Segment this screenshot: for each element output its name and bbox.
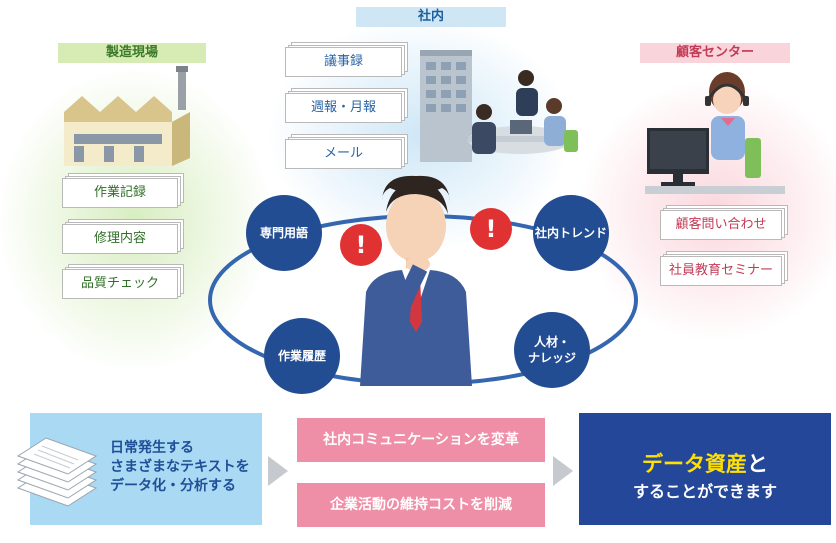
benefit-communication: 社内コミュニケーションを変革	[297, 418, 545, 462]
office-label: 社内	[356, 7, 506, 27]
factory-icon	[64, 66, 190, 166]
benefit-cost-reduction: 企業活動の維持コストを削減	[297, 483, 545, 527]
doc-repair-details: 修理内容	[62, 219, 184, 254]
doc-staff-training-seminar: 社員教育セミナー	[660, 251, 788, 286]
topic-terminology: 専門用語	[246, 195, 322, 271]
topic-talent-knowledge: 人材・ナレッジ	[514, 312, 590, 388]
doc-weekly-monthly-report: 週報・月報	[285, 88, 408, 123]
alert-bubble-right: !	[470, 208, 512, 250]
arrow-right-icon	[553, 456, 573, 486]
alert-bubble-left: !	[340, 224, 382, 266]
doc-minutes: 議事録	[285, 42, 408, 77]
topic-work-history: 作業履歴	[264, 318, 340, 394]
text-data-caption: 日常発生する さまざまなテキストを データ化・分析する	[110, 440, 250, 494]
businessman-icon	[360, 175, 472, 386]
support-label: 顧客センター	[640, 43, 790, 63]
doc-email: メール	[285, 134, 408, 169]
doc-customer-inquiries: 顧客問い合わせ	[660, 205, 788, 240]
doc-quality-check: 品質チェック	[62, 264, 184, 299]
office-meeting-icon	[420, 50, 578, 162]
doc-work-record: 作業記録	[62, 173, 184, 208]
topic-internal-trends: 社内トレンド	[533, 195, 609, 271]
document-stack-icon	[16, 437, 98, 507]
factory-label: 製造現場	[58, 43, 206, 63]
arrow-right-icon	[268, 456, 288, 486]
data-asset-subline: することができます	[632, 482, 777, 501]
data-asset-box	[579, 413, 831, 525]
data-asset-headline: データ資産と	[642, 452, 768, 476]
support-operator-icon	[645, 72, 785, 194]
